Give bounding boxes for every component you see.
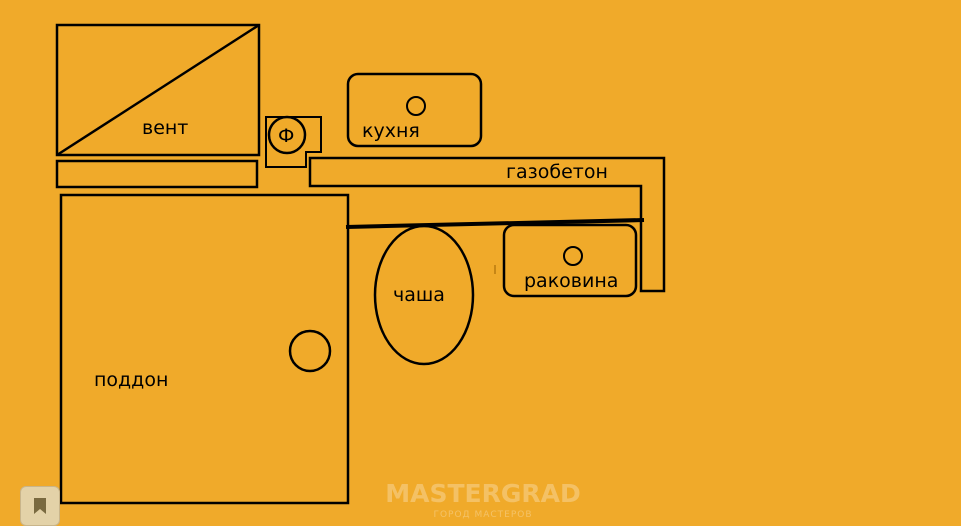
vent-diagonal [56,23,260,157]
aerated-concrete-wall: газобетон [308,156,666,293]
shower-tray: поддон [59,193,350,505]
watermark-subtitle: ГОРОД МАСТЕРОВ [433,510,532,520]
tray-label: поддон [94,369,168,391]
kitchen-drain [406,96,426,116]
toilet-bowl: чаша [373,224,475,366]
vent-shelf [55,159,259,189]
aerated-concrete-label: газобетон [506,161,608,183]
bookmark-icon [34,498,46,514]
tray-drain [288,329,332,373]
vent-label: вент [142,117,188,139]
wall-line [345,218,645,229]
watermark: MASTERGRAD ГОРОД МАСТЕРОВ [385,479,580,520]
watermark-title: MASTERGRAD [385,479,580,508]
sink-label: раковина [524,270,618,292]
sink-box: раковина [502,223,638,298]
riser-label: Ф [278,125,294,147]
kitchen-label: кухня [362,120,420,142]
bowl-label: чаша [393,284,445,306]
riser-f: Ф [265,115,322,168]
sink-drain [563,246,583,266]
vent-box: вент [55,23,261,157]
riser-circle [267,115,307,155]
kitchen-box: кухня [346,72,483,148]
bookmark-button[interactable] [20,486,60,526]
